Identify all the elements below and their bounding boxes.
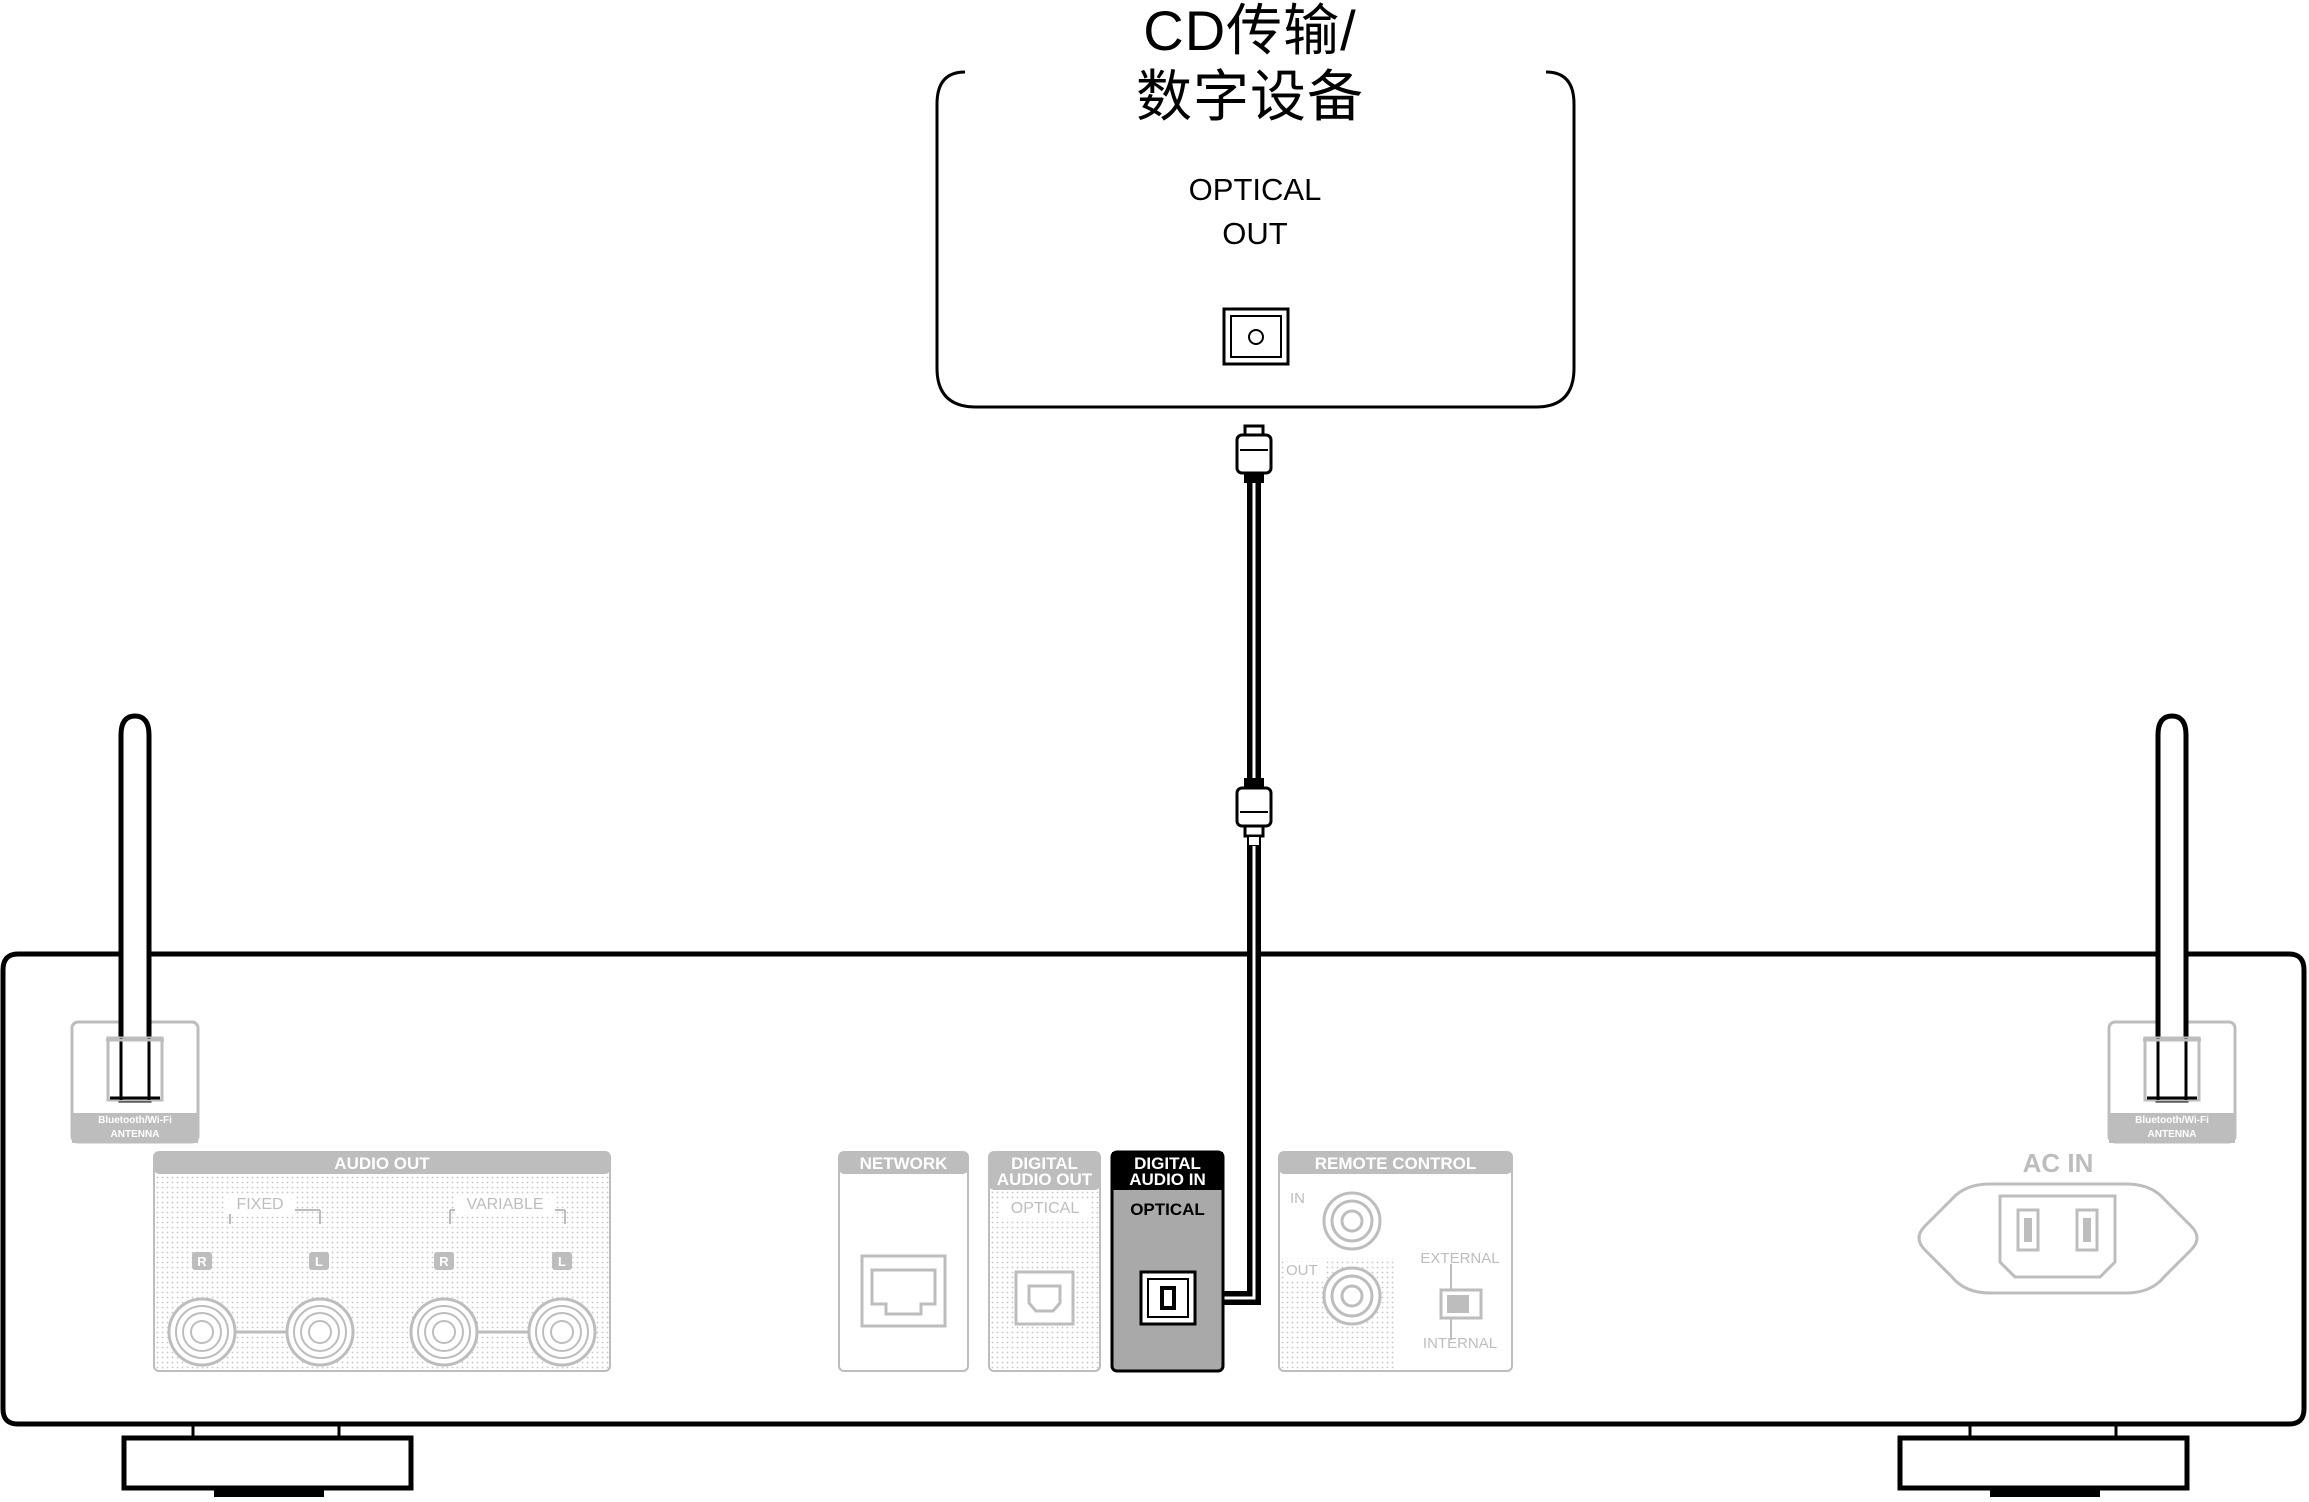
ac-in-label: AC IN [2022,1148,2094,1178]
rca-jack-icon [167,1297,237,1367]
remote-in-jack-icon [1322,1191,1382,1251]
digital-audio-in-title-line2: AUDIO IN [1129,1170,1206,1189]
digital-audio-in-optical-label: OPTICAL [1130,1200,1205,1219]
digital-audio-out-title-line1: DIGITAL [1011,1154,1078,1173]
optical-out-port-icon [1222,307,1290,366]
antenna-left [70,713,200,1144]
ethernet-port-icon [860,1254,947,1328]
remote-in-label: IN [1290,1190,1305,1207]
rca-jack-icon [409,1297,479,1367]
channel-r-label: R [197,1254,207,1269]
remote-external-label: EXTERNAL [1420,1250,1500,1267]
remote-internal-label: INTERNAL [1422,1335,1498,1352]
source-device-title-line1: CD传输/ [1143,0,1357,62]
remote-control-title: REMOTE CONTROL [1314,1154,1477,1173]
antenna-left-label-line1: Bluetooth/Wi-Fi [98,1115,172,1126]
antenna-right-label-line1: Bluetooth/Wi-Fi [2135,1115,2209,1126]
antenna-left-label-line2: ANTENNA [110,1129,160,1140]
digital-audio-in-title-line1: DIGITAL [1134,1154,1201,1173]
optical-port-icon [1014,1270,1075,1326]
foot-left [121,1424,414,1497]
channel-l-label: L [558,1254,566,1269]
remote-out-jack-icon [1322,1266,1382,1326]
ac-inlet-icon [1917,1182,2199,1295]
chassis-outline [0,951,2307,1427]
digital-audio-out-title-line2: AUDIO OUT [996,1170,1093,1189]
audio-out-title: AUDIO OUT [334,1154,430,1173]
channel-l-label: L [315,1254,323,1269]
remote-out-label: OUT [1286,1262,1326,1280]
rca-jack-icon [527,1297,597,1367]
network-title: NETWORK [859,1154,948,1173]
source-device-title-line2: 数字设备 [1136,65,1364,128]
foot-right [1897,1424,2190,1497]
audio-out-variable-label: VARIABLE [455,1196,555,1214]
optical-out-label-line2: OUT [1222,216,1288,251]
audio-out-fixed-label: FIXED [225,1196,295,1214]
antenna-right [2107,713,2237,1144]
remote-switch-icon [1439,1288,1483,1320]
antenna-right-label-line2: ANTENNA [2147,1129,2197,1140]
source-device-box [935,70,1576,409]
digital-audio-out-optical-label: OPTICAL [1000,1200,1090,1218]
optical-out-label-line1: OPTICAL [1188,172,1322,207]
optical-in-port-icon [1139,1270,1197,1326]
rca-jack-icon [285,1297,355,1367]
channel-r-label: R [439,1254,449,1269]
